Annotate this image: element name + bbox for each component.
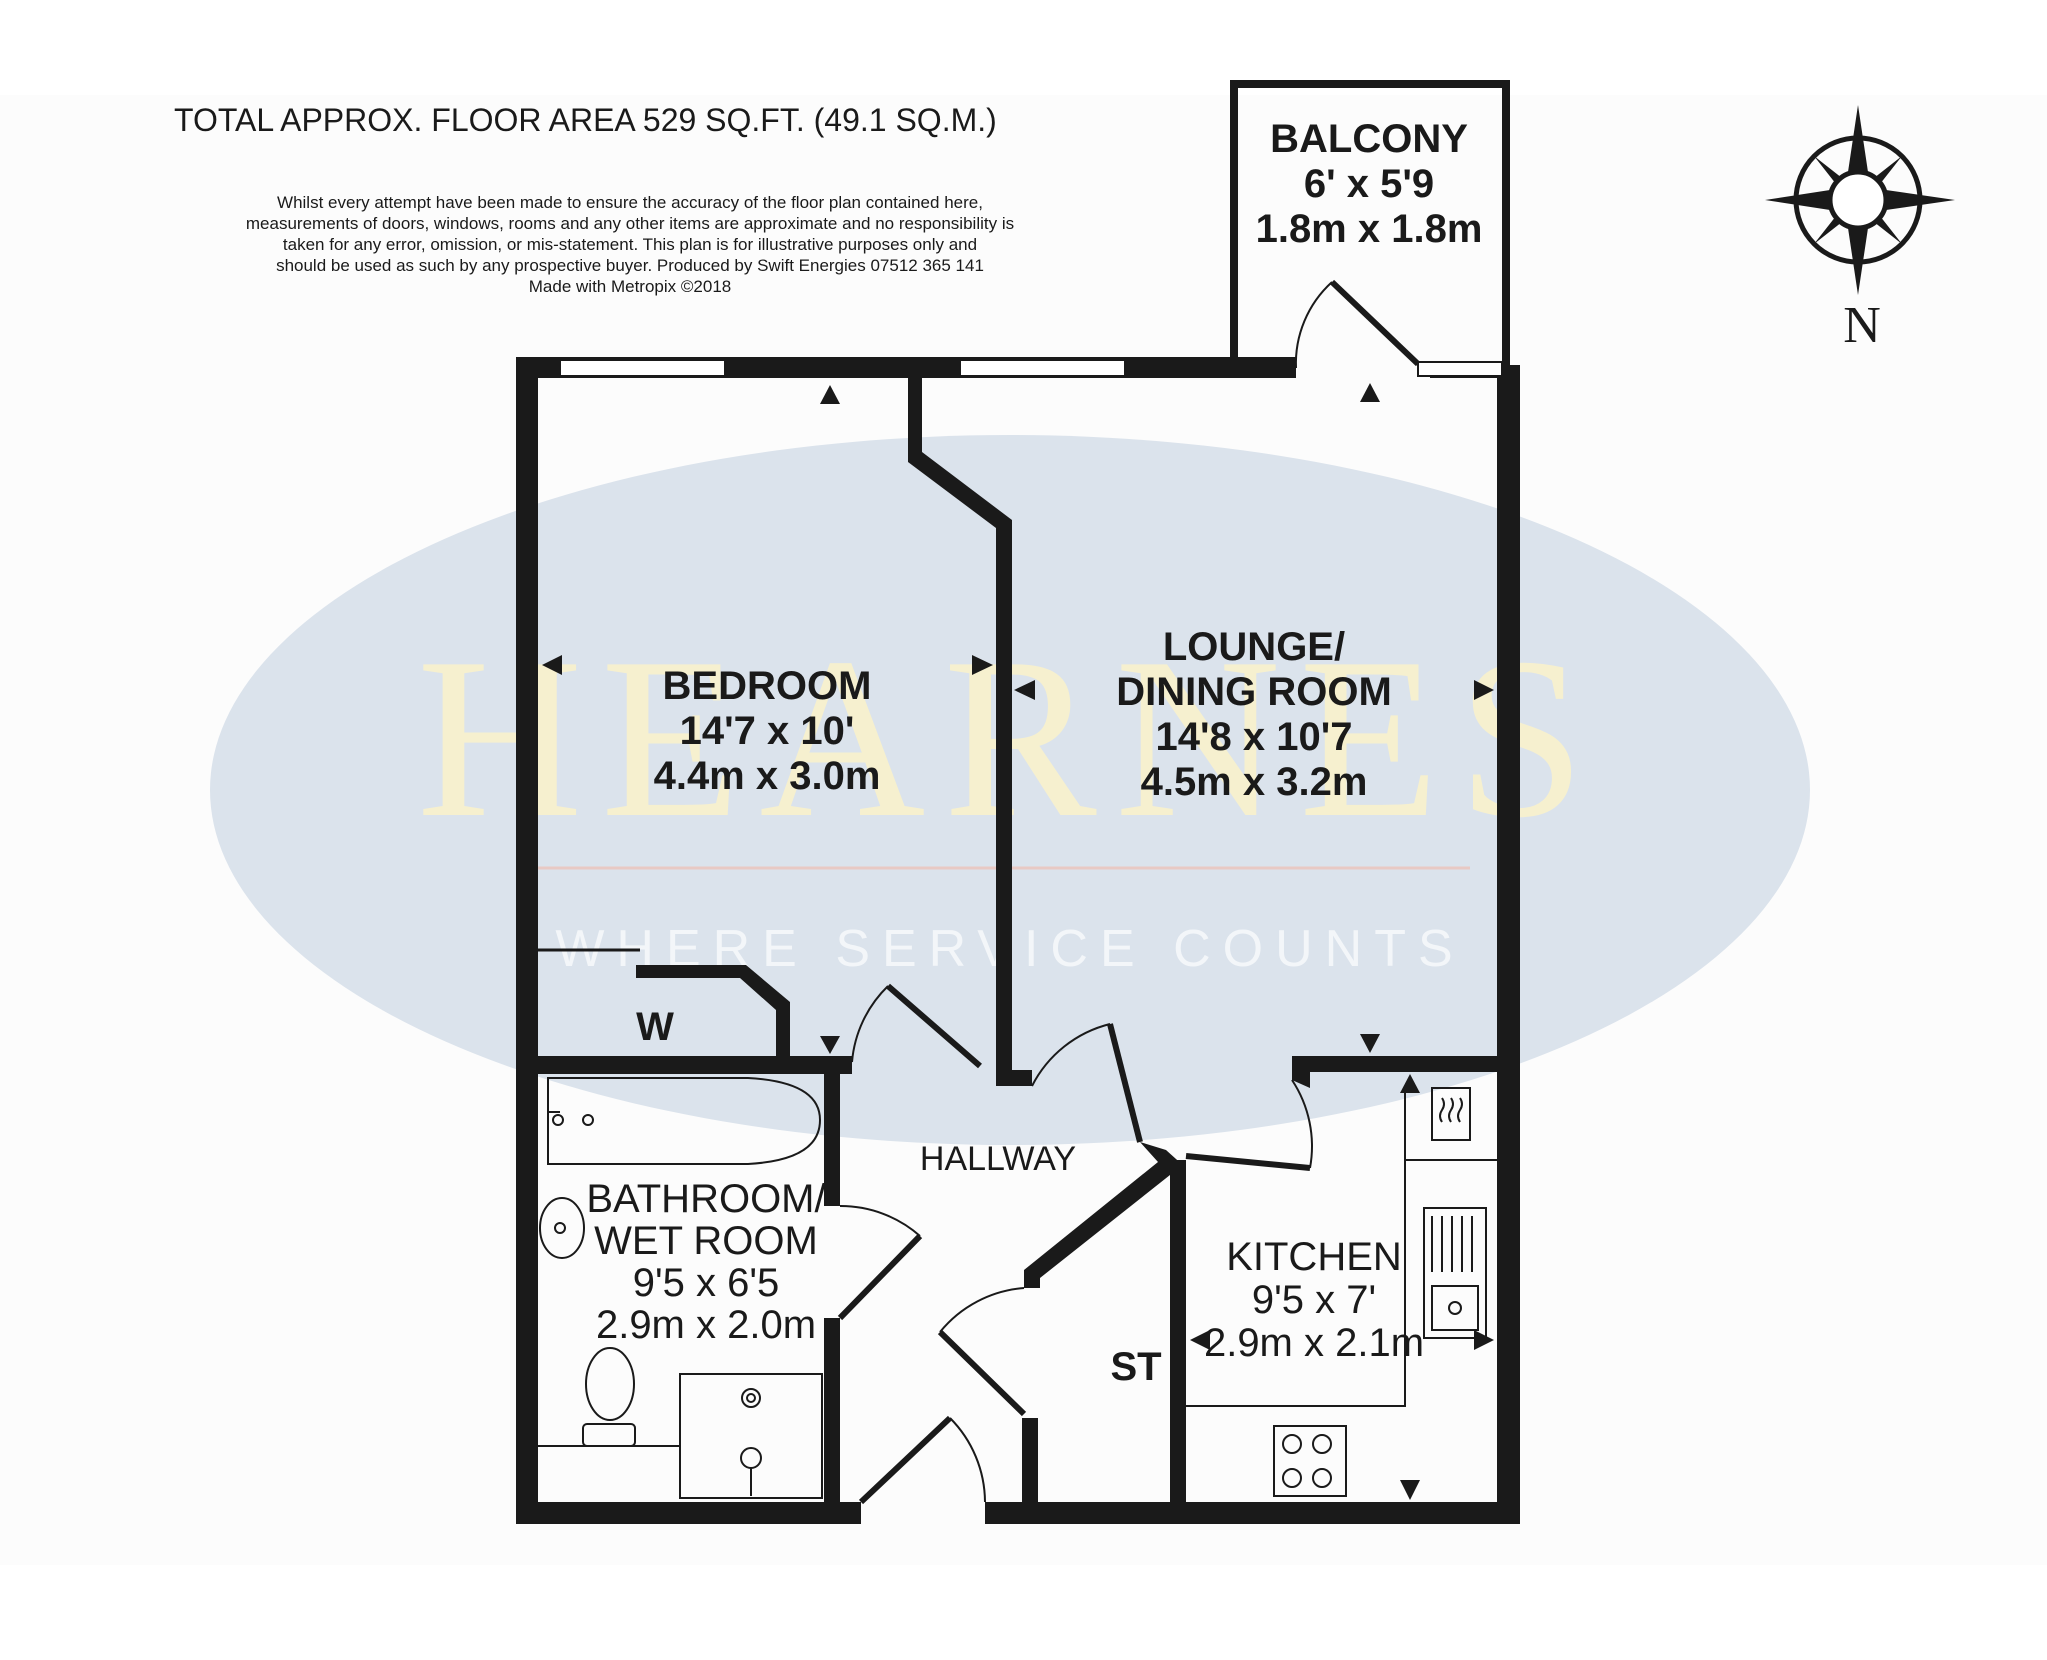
doors (837, 279, 1421, 1505)
kitchen-label: KITCHEN 9'5 x 7' 2.9m x 2.1m (1204, 1235, 1424, 1365)
room-name: LOUNGE/ (1163, 625, 1345, 669)
arrow (972, 655, 993, 675)
door-swing (839, 1204, 921, 1237)
room-name: KITCHEN (1226, 1235, 1402, 1279)
arrow (1474, 680, 1494, 700)
wall (1230, 80, 1238, 365)
door-leaf (1185, 1153, 1311, 1171)
wardrobe-label: W (636, 1005, 674, 1049)
wall (1024, 1142, 1186, 1502)
window (959, 359, 1126, 377)
wall (824, 1318, 840, 1524)
wall (1170, 1160, 1186, 1502)
disclaimer: Whilst every attempt have been made to e… (246, 193, 1014, 296)
room-name: BEDROOM (663, 664, 872, 708)
room-name: DINING ROOM (1116, 670, 1392, 714)
room-size-metric: 4.5m x 3.2m (1141, 760, 1368, 804)
arrow (1360, 1034, 1380, 1053)
arrow (1190, 1330, 1210, 1350)
door-leaf (1107, 1023, 1143, 1143)
hob-icon (1273, 1425, 1347, 1497)
room-size-metric: 2.9m x 2.1m (1204, 1321, 1424, 1365)
wall (516, 1502, 861, 1524)
wall (824, 1056, 840, 1206)
door-swing (1291, 1079, 1313, 1169)
arrow (1474, 1330, 1494, 1350)
kitchen-fixtures (1273, 1087, 1487, 1497)
wall (1502, 80, 1510, 365)
wall (1230, 357, 1296, 377)
arrow (820, 385, 840, 404)
hallway-label: HALLWAY (920, 1140, 1076, 1178)
disclaimer-line: Made with Metropix ©2018 (529, 277, 731, 296)
door-swing (939, 1287, 1025, 1333)
room-size-imperial: 9'5 x 6'5 (633, 1261, 779, 1305)
door-leaf (886, 983, 982, 1069)
wall (516, 1056, 852, 1074)
total-area: TOTAL APPROX. FLOOR AREA 529 SQ.FT. (49.… (174, 102, 997, 138)
worktop (1186, 1159, 1497, 1407)
wall (1230, 80, 1510, 88)
boiler-icon (1431, 1087, 1471, 1141)
wall (985, 1502, 1520, 1524)
window (559, 359, 726, 377)
wall (516, 357, 538, 1524)
dimension-arrows (542, 383, 1494, 1500)
sink-icon (539, 1197, 585, 1259)
room-size-metric: 1.8m x 1.8m (1256, 207, 1483, 251)
arrow (1360, 383, 1380, 402)
arrow (820, 1036, 840, 1054)
door-leaf (937, 1329, 1027, 1417)
wall (908, 378, 1012, 1070)
bathroom-label: BATHROOM/ WET ROOM 9'5 x 6'5 2.9m x 2.0m (586, 1177, 826, 1347)
bathroom-fixtures (538, 1077, 823, 1499)
room-size-imperial: 14'7 x 10' (680, 709, 855, 753)
door-leaf (858, 1415, 953, 1505)
room-size-metric: 4.4m x 3.0m (654, 754, 881, 798)
room-name: BALCONY (1270, 117, 1468, 161)
door-swing (1031, 1023, 1111, 1087)
wall (1022, 1418, 1038, 1504)
wall (996, 1070, 1032, 1086)
wall (636, 965, 790, 1056)
compass-icon: N (1765, 105, 1955, 354)
disclaimer-line: taken for any error, omission, or mis-st… (283, 235, 977, 254)
room-name: WET ROOM (594, 1219, 818, 1263)
room-size-imperial: 14'8 x 10'7 (1156, 715, 1353, 759)
door-swing (851, 985, 889, 1063)
arrow (1014, 680, 1035, 700)
bedroom-label: BEDROOM 14'7 x 10' 4.4m x 3.0m (654, 664, 881, 798)
toilet-icon (585, 1347, 635, 1421)
store-label: ST (1110, 1345, 1161, 1389)
room-size-imperial: 9'5 x 7' (1252, 1278, 1376, 1322)
windows (559, 359, 1503, 377)
disclaimer-line: should be used as such by any prospectiv… (276, 256, 984, 275)
room-size-metric: 2.9m x 2.0m (596, 1303, 816, 1347)
lounge-label: LOUNGE/ DINING ROOM 14'8 x 10'7 4.5m x 3… (1116, 625, 1392, 804)
wall (1292, 1056, 1497, 1088)
door-swing (1294, 281, 1333, 369)
arrow (542, 655, 562, 675)
sink-unit-icon (1423, 1207, 1487, 1339)
room-name: BATHROOM/ (586, 1177, 826, 1221)
arrow (1400, 1074, 1420, 1093)
window (1417, 361, 1503, 377)
room-labels: BALCONY 6' x 5'9 1.8m x 1.8m BEDROOM 14'… (586, 117, 1482, 1389)
room-size-imperial: 6' x 5'9 (1304, 162, 1434, 206)
disclaimer-line: measurements of doors, windows, rooms an… (246, 214, 1014, 233)
bath-icon (547, 1077, 822, 1165)
disclaimer-line: Whilst every attempt have been made to e… (277, 193, 983, 212)
door-leaf (1329, 279, 1421, 367)
door-leaf (837, 1233, 923, 1321)
wall (1497, 365, 1520, 1524)
north-label: N (1843, 297, 1881, 354)
arrow (1400, 1480, 1420, 1500)
shower-icon (679, 1373, 823, 1499)
door-swing (949, 1417, 986, 1503)
balcony-label: BALCONY 6' x 5'9 1.8m x 1.8m (1256, 117, 1483, 251)
